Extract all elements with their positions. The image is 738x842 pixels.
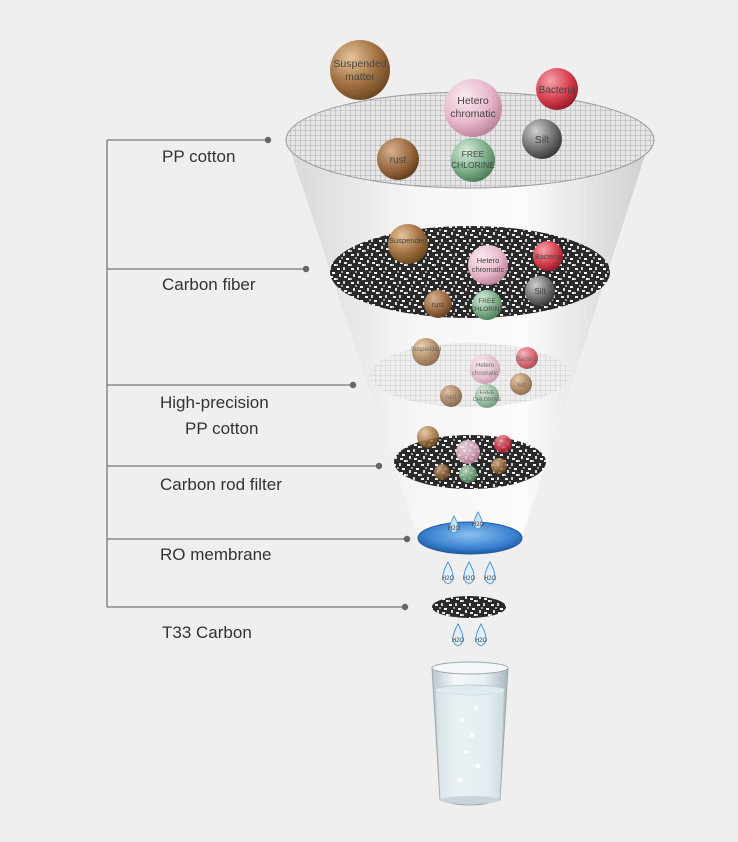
svg-text:H2O: H2O (463, 576, 476, 582)
svg-text:Bacteria: Bacteria (516, 357, 539, 363)
ball-bacteria: Bacteria (536, 68, 578, 110)
svg-text:Hetero: Hetero (457, 95, 489, 107)
svg-text:FREE: FREE (462, 149, 485, 159)
svg-text:Hetero: Hetero (476, 363, 495, 369)
svg-text:H2O: H2O (442, 576, 455, 582)
ball-hetero-l2: Hetero chromatic (468, 245, 508, 285)
label-high-precision-pp-cotton: PP cotton (185, 419, 259, 438)
svg-text:Silt: Silt (516, 382, 525, 389)
ro-membrane-layer (417, 521, 523, 555)
svg-text:rust: rust (390, 155, 407, 166)
ball-cluster-l4 (417, 426, 512, 483)
svg-text:Hetero: Hetero (477, 256, 500, 265)
label-carbon-fiber: Carbon fiber (162, 275, 256, 294)
label-bracket (106, 139, 406, 608)
ball-hetero-l3: Hetero chromatic (470, 354, 500, 384)
svg-text:matter: matter (345, 71, 375, 83)
svg-text:Silt: Silt (534, 287, 546, 296)
leader-dots (264, 136, 411, 611)
svg-text:Suspended: Suspended (333, 58, 386, 70)
ball-silt-l3: Silt (510, 373, 532, 395)
svg-text:H2O: H2O (484, 576, 497, 582)
label-t33-carbon: T33 Carbon (162, 623, 252, 642)
t33-carbon-layer (432, 596, 506, 618)
ball-silt: Silt (522, 119, 562, 159)
ball-rust-l3: rust (440, 385, 462, 407)
ball-silt-l2: Silt (525, 276, 555, 306)
high-precision-pp-layer (370, 343, 570, 407)
svg-text:CHLORINE: CHLORINE (451, 160, 495, 170)
ball-free-chlorine: FREE CHLORINE (451, 138, 495, 182)
ball-suspended-matter-l2: Suspended (388, 224, 428, 264)
ball-rust-l2: rust (424, 290, 452, 318)
svg-text:Suspended: Suspended (411, 347, 441, 353)
svg-text:chromatic: chromatic (472, 265, 505, 274)
label-ro-membrane: RO membrane (160, 545, 272, 564)
ball-suspended-matter-l3: Suspended (411, 338, 441, 366)
label-carbon-rod-filter: Carbon rod filter (160, 475, 282, 494)
ball-rust: rust (377, 138, 419, 180)
label-high-precision: High-precision (160, 393, 269, 412)
ball-suspended-matter: Suspended matter (330, 40, 390, 100)
ball-chlorine-l3: FREE CHLORINE (473, 384, 502, 408)
water-drops-row1: H2O H2O H2O (442, 561, 497, 585)
svg-text:Bacteria: Bacteria (539, 85, 576, 96)
svg-text:Suspended: Suspended (389, 236, 427, 245)
ball-bacteria-l2: Bacteria (533, 241, 563, 271)
svg-text:Bacteria: Bacteria (535, 254, 561, 261)
svg-text:Silt: Silt (535, 134, 550, 146)
svg-text:H2O: H2O (472, 522, 485, 528)
svg-text:rust: rust (446, 395, 456, 401)
svg-text:CHLORINE: CHLORINE (470, 306, 504, 313)
svg-text:chromatic: chromatic (472, 371, 498, 377)
ball-bacteria-l3: Bacteria (516, 347, 539, 369)
ball-hetero-chromatic: Hetero chromatic (444, 79, 502, 137)
svg-text:rust: rust (432, 300, 445, 309)
svg-text:FREE: FREE (478, 298, 496, 305)
water-glass (431, 661, 509, 806)
svg-text:H2O: H2O (452, 638, 465, 644)
svg-text:chromatic: chromatic (450, 108, 496, 120)
ro-h2o-drops: H2O H2O (448, 511, 485, 534)
water-drops-row2: H2O H2O (452, 623, 488, 647)
svg-text:H2O: H2O (475, 638, 488, 644)
ball-chlorine-l2: FREE CHLORINE (470, 290, 504, 320)
svg-text:H2O: H2O (448, 526, 461, 532)
label-pp-cotton: PP cotton (162, 147, 236, 166)
svg-text:FREE: FREE (480, 390, 495, 396)
svg-text:CHLORINE: CHLORINE (473, 397, 502, 403)
